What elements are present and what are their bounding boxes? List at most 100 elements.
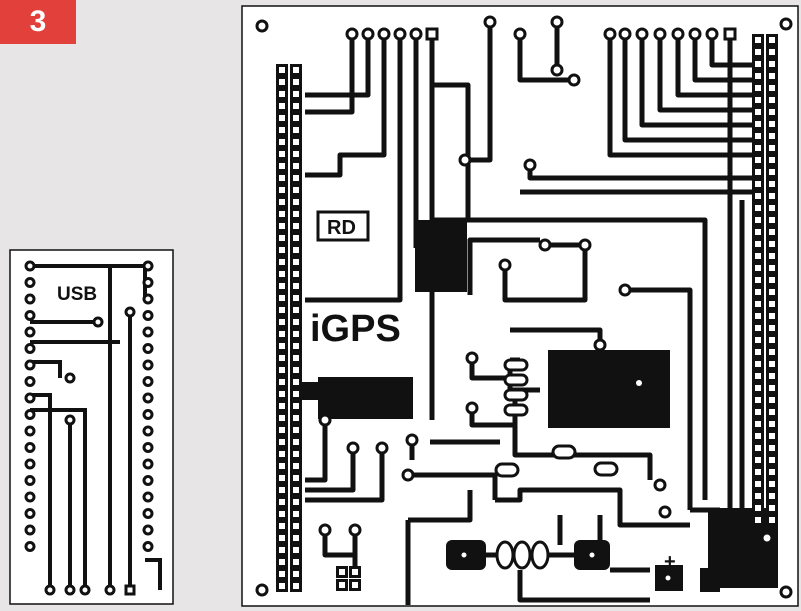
square-pad (276, 400, 288, 412)
square-pad (766, 46, 778, 58)
pad (24, 491, 36, 503)
pad (24, 442, 36, 453)
oval-pad (512, 540, 532, 570)
trace (305, 34, 355, 115)
square-pad (766, 70, 778, 82)
square-pad (766, 214, 778, 226)
trace (622, 34, 760, 143)
square-pad (276, 340, 288, 352)
square-pad (276, 376, 288, 388)
square-pad (276, 268, 288, 280)
trace (657, 34, 760, 113)
square-pad (752, 238, 764, 250)
pad (142, 458, 154, 470)
square-pad (290, 160, 302, 172)
pad (779, 17, 793, 31)
square-pad (290, 508, 302, 520)
ground-fill (415, 220, 467, 292)
square-pad (290, 460, 302, 472)
square-pad (766, 418, 778, 430)
square-pad (766, 406, 778, 418)
pad (409, 27, 423, 41)
square-pad (752, 214, 764, 226)
square-pad (752, 274, 764, 286)
square-pad (290, 136, 302, 148)
pad (24, 409, 36, 420)
usb-board: USB (9, 249, 174, 605)
pad (24, 310, 36, 321)
oval-pad (503, 403, 529, 417)
square-pad (752, 202, 764, 214)
square-pad (336, 566, 348, 578)
ground-fill (318, 377, 413, 419)
square-pad (276, 520, 288, 532)
pad (24, 524, 36, 536)
square-pad (766, 166, 778, 178)
trace (305, 448, 356, 493)
square-pad (290, 172, 302, 184)
square-pad (290, 544, 302, 556)
square-pad (290, 64, 302, 76)
pad (483, 15, 497, 29)
trace (607, 34, 760, 158)
square-pad (276, 220, 288, 232)
square-pad (276, 304, 288, 316)
pad (662, 572, 674, 584)
square-pad (752, 178, 764, 190)
square-pad (752, 34, 764, 46)
via-hole (636, 380, 642, 386)
pad (142, 508, 154, 519)
trace (512, 395, 653, 480)
pad (523, 158, 537, 172)
pad (405, 433, 419, 447)
pad (465, 401, 479, 415)
pad (635, 27, 649, 41)
polarity-mark: + (664, 551, 676, 573)
square-pad (290, 484, 302, 496)
square-pad (752, 106, 764, 118)
trace (30, 393, 52, 590)
pad (142, 326, 154, 338)
pad (124, 306, 136, 318)
square-pad (290, 436, 302, 448)
trace (432, 82, 471, 220)
square-pad (290, 100, 302, 112)
square-pad (290, 112, 302, 124)
square-pad (766, 442, 778, 454)
pad (142, 359, 154, 371)
square-pad (290, 424, 302, 436)
square-pad (766, 94, 778, 106)
square-pad (766, 154, 778, 166)
square-pad (766, 454, 778, 466)
square-pad (752, 418, 764, 430)
square-pad (766, 466, 778, 478)
square-pad (766, 382, 778, 394)
square-pad (752, 298, 764, 310)
square-pad (752, 58, 764, 70)
trace (432, 217, 708, 500)
trace (305, 34, 371, 98)
trace (517, 34, 574, 83)
pad (377, 27, 391, 41)
board-title: iGPS (310, 308, 401, 350)
pad (653, 27, 667, 41)
pad (550, 15, 564, 29)
square-pad (752, 382, 764, 394)
square-pad (276, 508, 288, 520)
square-pad (290, 88, 302, 100)
pad (142, 442, 154, 453)
trace (467, 237, 540, 295)
pad (586, 549, 598, 561)
square-pad (290, 340, 302, 352)
pad (24, 458, 36, 470)
oval-pad (530, 540, 550, 570)
pad (142, 524, 154, 536)
square-pad (276, 136, 288, 148)
square-pad (766, 58, 778, 70)
trace (502, 242, 588, 303)
square-pad (276, 124, 288, 136)
trace (675, 34, 760, 98)
square-pad (752, 142, 764, 154)
pad (593, 338, 607, 352)
